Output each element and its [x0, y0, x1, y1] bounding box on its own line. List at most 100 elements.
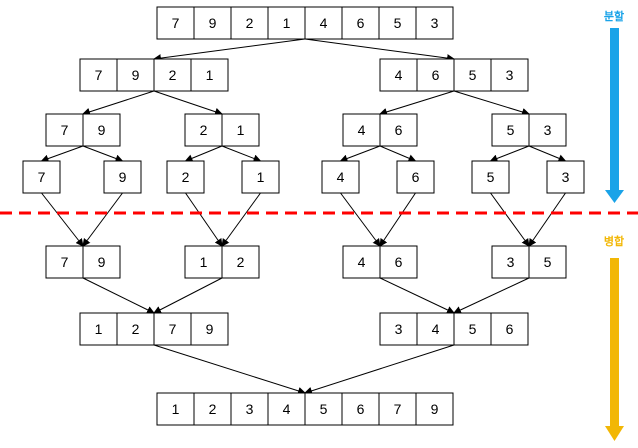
split-arrow-head-icon [605, 190, 624, 203]
array-cell-value: 7 [61, 254, 69, 270]
array-cell-value: 4 [395, 67, 403, 83]
array-group: 9 [103, 160, 142, 194]
array-cell-value: 7 [95, 67, 103, 83]
connector-arrow [40, 145, 84, 163]
merge-phase-indicator: 병합 [604, 234, 624, 441]
merge-phase-label: 병합 [604, 234, 624, 248]
array-cell-value: 7 [169, 321, 177, 337]
array-cell-value: 6 [357, 401, 365, 417]
connector-arrow [221, 192, 261, 247]
array-cell-value: 9 [209, 15, 217, 31]
connector-arrow [304, 38, 455, 63]
array-cell-value: 1 [257, 169, 265, 185]
array-cell-value: 9 [119, 169, 127, 185]
connector-arrow [304, 344, 455, 395]
array-cell-value: 4 [358, 254, 366, 270]
array-cell-value: 1 [95, 321, 103, 337]
array-cell-value: 1 [237, 122, 245, 138]
array-cell [193, 6, 232, 40]
array-cell-value: 6 [395, 122, 403, 138]
array-cell [221, 113, 260, 147]
array-group: 6 [396, 160, 435, 194]
array-cell [45, 245, 84, 279]
array-cell-value: 2 [209, 401, 217, 417]
array-cell [184, 245, 223, 279]
connector-arrows [40, 38, 567, 395]
array-cell-value: 1 [172, 401, 180, 417]
array-cell-value: 6 [432, 67, 440, 83]
connector-arrow [153, 344, 306, 395]
array-cell-value: 6 [357, 15, 365, 31]
array-cell-value: 2 [169, 67, 177, 83]
array-cell [341, 392, 380, 426]
array-cell-value: 3 [506, 67, 514, 83]
array-cell-value: 4 [320, 15, 328, 31]
array-cell [342, 113, 381, 147]
array-cell [471, 160, 510, 194]
array-cell-value: 3 [431, 15, 439, 31]
connector-arrow [528, 192, 566, 247]
array-cell-value: 3 [395, 321, 403, 337]
array-cell-value: 4 [358, 122, 366, 138]
array-cell-value: 6 [506, 321, 514, 337]
array-cell-value: 3 [562, 169, 570, 185]
connector-arrow [528, 145, 567, 163]
array-cell [378, 392, 417, 426]
array-cell [379, 113, 418, 147]
array-cell [166, 160, 205, 194]
array-cell [490, 312, 529, 346]
array-cell-value: 3 [544, 122, 552, 138]
array-cell-value: 1 [283, 15, 291, 31]
array-group: 4 6 5 3 [379, 58, 529, 92]
array-cell [156, 392, 195, 426]
array-cell-value: 5 [544, 254, 552, 270]
array-cell [453, 312, 492, 346]
array-cell [241, 160, 280, 194]
array-cell [79, 58, 118, 92]
connector-arrow [379, 277, 455, 314]
array-cell [304, 6, 343, 40]
array-cell [267, 392, 306, 426]
connector-arrow [153, 38, 306, 63]
array-cell-value: 5 [469, 67, 477, 83]
array-cell-value: 3 [507, 254, 515, 270]
array-cell-value: 1 [200, 254, 208, 270]
array-cell [230, 6, 269, 40]
array-cell [546, 160, 585, 194]
array-cell-value: 9 [206, 321, 214, 337]
connector-arrow [490, 192, 530, 247]
array-group: 7 [22, 160, 61, 194]
array-cell-value: 1 [206, 67, 214, 83]
array-cell-value: 2 [182, 169, 190, 185]
array-cell [304, 392, 343, 426]
array-cell [230, 392, 269, 426]
array-cell-value: 7 [172, 15, 180, 31]
array-cell-value: 6 [412, 169, 420, 185]
array-cell [341, 6, 380, 40]
array-cell [528, 245, 567, 279]
array-cell [116, 312, 155, 346]
connector-arrow [489, 145, 530, 163]
connector-arrow [185, 192, 223, 247]
connector-arrow [453, 90, 530, 116]
connector-arrow [340, 192, 381, 247]
array-cell-value: 9 [98, 254, 106, 270]
array-cell-value: 5 [320, 401, 328, 417]
array-cell-value: 4 [283, 401, 291, 417]
array-cell [22, 160, 61, 194]
array-cell-value: 5 [487, 169, 495, 185]
connector-arrow [153, 277, 223, 314]
array-cell-value: 7 [394, 401, 402, 417]
connector-arrow [379, 90, 455, 116]
array-cell-value: 9 [132, 67, 140, 83]
array-cell [103, 160, 142, 194]
array-cell-value: 5 [507, 122, 515, 138]
array-cell [221, 245, 260, 279]
